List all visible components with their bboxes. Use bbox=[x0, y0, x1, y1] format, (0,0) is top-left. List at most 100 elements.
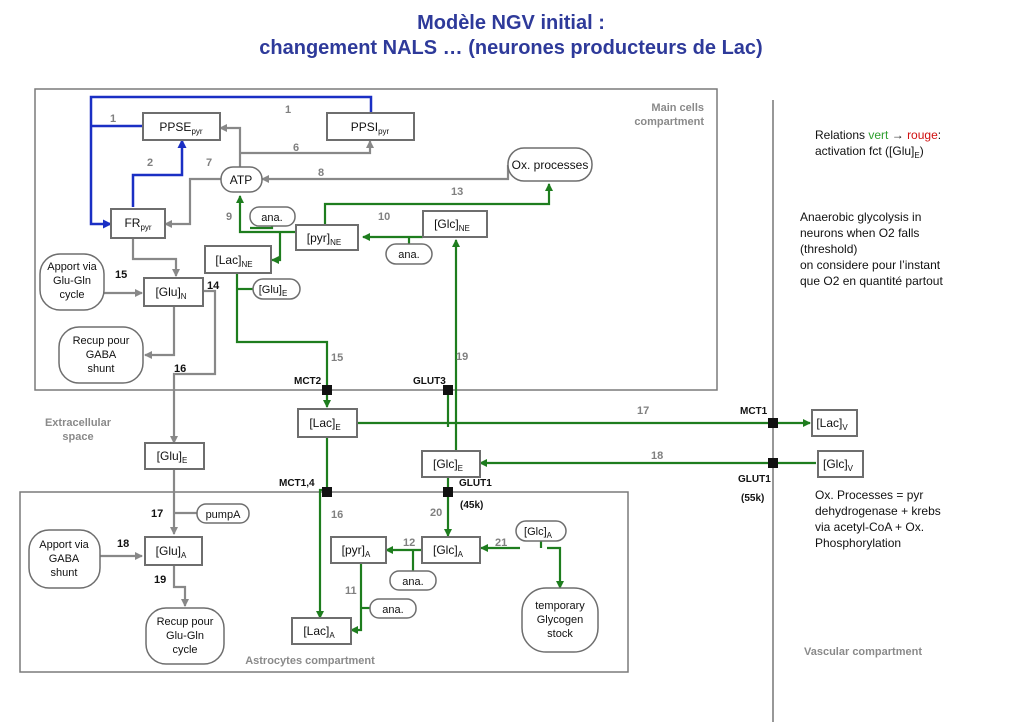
lac-v-node: [Lac]V bbox=[811, 409, 858, 437]
flux-number: 18 bbox=[117, 538, 129, 550]
flux-number: 1 bbox=[285, 104, 291, 116]
svg-text:pumpA: pumpA bbox=[206, 509, 242, 521]
glut1-astro-label: GLUT1 bbox=[459, 478, 492, 489]
grey-connections bbox=[100, 124, 510, 607]
recup-gaba-node: Recup pour GABA shunt bbox=[58, 326, 144, 384]
svg-text:[pyr]A: [pyr]A bbox=[342, 543, 371, 559]
svg-text:Glu-Gln: Glu-Gln bbox=[53, 275, 91, 287]
svg-text:[Glu]N: [Glu]N bbox=[155, 285, 186, 301]
astrocytes-compartment-label: Astrocytes compartment bbox=[245, 655, 375, 667]
glc-ne-node: [Glc]NE bbox=[422, 210, 488, 238]
svg-text:[Glu]E: [Glu]E bbox=[259, 284, 288, 298]
svg-text:[Glu]E: [Glu]E bbox=[157, 449, 188, 465]
svg-text:Recup pour: Recup pour bbox=[157, 616, 214, 628]
anaerobic-note-line: on considere pour l’instant bbox=[800, 258, 941, 272]
oxproc-note-line: Ox. Processes = pyr bbox=[815, 488, 923, 502]
ppsi-node: PPSIpyr bbox=[326, 112, 415, 141]
flux-number: 15 bbox=[115, 269, 127, 281]
svg-text:cycle: cycle bbox=[59, 289, 84, 301]
svg-text:GABA: GABA bbox=[86, 349, 117, 361]
ox-processes-node: Ox. processes bbox=[507, 147, 593, 182]
flux-number: 13 bbox=[451, 186, 463, 198]
anaerobic-note-line: neurons when O2 falls bbox=[800, 226, 919, 240]
glut1-vascular-label: GLUT1 bbox=[738, 474, 771, 485]
flux-number: 16 bbox=[174, 363, 186, 375]
glc-a-pill: [Glc]A bbox=[515, 520, 567, 542]
svg-text:Apport via: Apport via bbox=[39, 539, 89, 551]
apport-gaba-node: Apport via GABA shunt bbox=[28, 529, 101, 589]
svg-text:[pyr]NE: [pyr]NE bbox=[307, 231, 341, 247]
mct14-transporter bbox=[322, 487, 332, 497]
flux-number: 7 bbox=[206, 157, 212, 169]
svg-text:Apport via: Apport via bbox=[47, 261, 97, 273]
flux-number: 21 bbox=[495, 537, 507, 549]
main-compartment-label-1: Main cells bbox=[651, 102, 704, 114]
svg-text:Ox. processes: Ox. processes bbox=[512, 158, 589, 172]
glut3-transporter bbox=[443, 385, 453, 395]
glu-e-pill: [Glu]E bbox=[252, 278, 301, 300]
svg-text:[Glc]NE: [Glc]NE bbox=[434, 217, 470, 233]
mct2-label: MCT2 bbox=[294, 376, 322, 387]
svg-text:ana.: ana. bbox=[398, 249, 419, 261]
mct14-label: MCT1,4 bbox=[279, 478, 315, 489]
glut1-astro-transporter bbox=[443, 487, 453, 497]
glc-v-node: [Glc]V bbox=[817, 450, 864, 478]
flux-number: 19 bbox=[154, 574, 166, 586]
flux-number: 1 bbox=[110, 113, 116, 125]
ppse-node: PPSEpyr bbox=[142, 112, 221, 141]
fr-node: FRpyr bbox=[110, 208, 166, 239]
svg-text:ATP: ATP bbox=[230, 173, 252, 187]
svg-text:Glu-Gln: Glu-Gln bbox=[166, 630, 204, 642]
ana-pill-2: ana. bbox=[385, 243, 433, 265]
oxproc-note-line: Phosphorylation bbox=[815, 536, 901, 550]
flux-number: 17 bbox=[151, 508, 163, 520]
svg-text:temporary: temporary bbox=[535, 600, 585, 612]
flux-number: 8 bbox=[318, 167, 324, 179]
pyr-ne-node: [pyr]NE bbox=[295, 224, 359, 251]
svg-text:PPSIpyr: PPSIpyr bbox=[351, 120, 390, 136]
svg-text:[Glc]V: [Glc]V bbox=[823, 457, 854, 473]
relations-note-line-2: activation fct ([Glu]E) bbox=[815, 144, 924, 160]
svg-text:ana.: ana. bbox=[261, 212, 282, 224]
blue-connections bbox=[89, 95, 373, 229]
anaerobic-note-line: (threshold) bbox=[800, 242, 857, 256]
ana-pill-4: ana. bbox=[369, 598, 417, 619]
flux-number: 10 bbox=[378, 211, 390, 223]
lac-a-node: [Lac]A bbox=[291, 617, 352, 645]
anaerobic-note-line: Anaerobic glycolysis in bbox=[800, 210, 921, 224]
svg-text:stock: stock bbox=[547, 628, 573, 640]
relations-note-line-1: Relations vert → rouge: bbox=[815, 128, 941, 142]
glu-n-node: [Glu]N bbox=[143, 277, 204, 307]
glc-a-node: [Glc]A bbox=[421, 536, 481, 564]
svg-text:ana.: ana. bbox=[402, 576, 423, 588]
glut3-label: GLUT3 bbox=[413, 376, 446, 387]
svg-text:[Lac]NE: [Lac]NE bbox=[215, 253, 252, 269]
flux-number: 20 bbox=[430, 507, 442, 519]
glu-e-node: [Glu]E bbox=[144, 442, 205, 470]
main-cells-compartment bbox=[34, 88, 718, 391]
title-line-2: changement NALS … (neurones producteurs … bbox=[259, 37, 762, 59]
pumpA-pill: pumpA bbox=[196, 503, 250, 524]
svg-text:[Glc]A: [Glc]A bbox=[524, 526, 553, 540]
svg-text:PPSEpyr: PPSEpyr bbox=[159, 120, 202, 136]
oxproc-note-line: dehydrogenase + krebs bbox=[815, 504, 941, 518]
main-compartment-label-2: compartment bbox=[634, 116, 704, 128]
flux-number: 17 bbox=[637, 405, 649, 417]
flux-number: 6 bbox=[293, 142, 299, 154]
45k-label: (45k) bbox=[460, 500, 483, 511]
glc-e-node: [Glc]E bbox=[421, 450, 481, 478]
flux-number: 2 bbox=[147, 157, 153, 169]
flux-number: 11 bbox=[345, 585, 357, 597]
flux-number: 15 bbox=[331, 352, 343, 364]
title-line-1: Modèle NGV initial : bbox=[417, 12, 605, 34]
extracellular-label-2: space bbox=[62, 431, 93, 443]
svg-text:Glycogen: Glycogen bbox=[537, 614, 583, 626]
svg-text:[Glc]E: [Glc]E bbox=[433, 457, 463, 473]
ana-pill-3: ana. bbox=[389, 570, 437, 591]
pyr-a-node: [pyr]A bbox=[330, 536, 387, 564]
svg-text:shunt: shunt bbox=[51, 567, 78, 579]
anaerobic-note-line: que O2 en quantité partout bbox=[800, 274, 943, 288]
ana-pill-1: ana. bbox=[249, 206, 296, 227]
lac-e-node: [Lac]E bbox=[297, 408, 358, 438]
